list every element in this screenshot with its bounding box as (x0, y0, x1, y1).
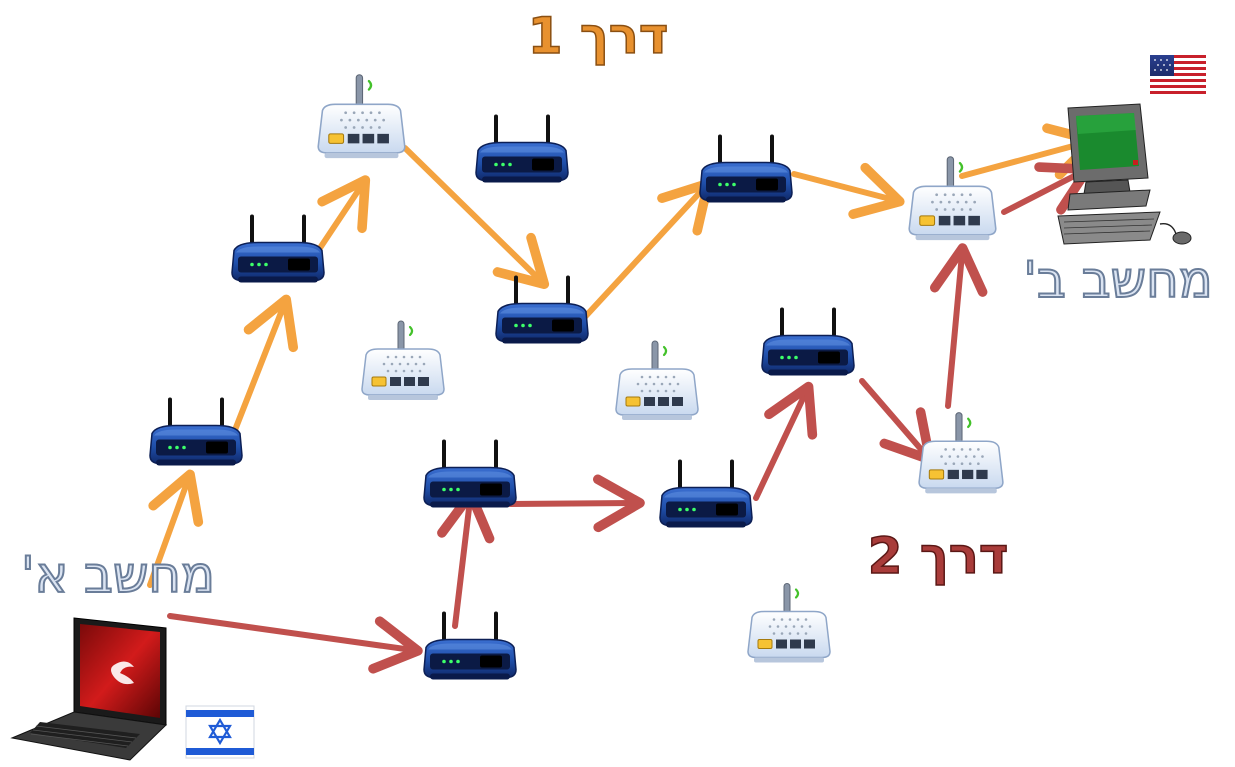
router-icon (475, 113, 569, 184)
router-icon (761, 306, 855, 377)
router-icon (149, 396, 243, 467)
computer-b (1057, 55, 1206, 245)
route1-arrow-r2-ap1 (317, 175, 371, 251)
router-icon (231, 213, 325, 284)
labels: דרך 1 דרך 2 מחשב א' מחשב ב' (20, 6, 1214, 605)
router-icon (423, 610, 517, 681)
route2-arrows (167, 162, 1093, 674)
route1-arrow-ap2-b (959, 123, 1099, 180)
route1-arrow-r5-ap2 (791, 162, 905, 219)
route1-arrow-ap1-r4 (402, 145, 550, 289)
computer-a-label: מחשב א' (21, 546, 215, 604)
route2-arrow-a-r9 (167, 613, 423, 674)
route1-arrow-a-r1 (147, 469, 204, 588)
route2-label: דרך 2 (868, 527, 1009, 585)
desktop-computer-icon (1057, 103, 1192, 245)
access-point-icon (746, 582, 832, 664)
router-icon (699, 133, 793, 204)
access-point-icon (917, 411, 1005, 495)
route2-arrow-r9-r7 (437, 489, 495, 629)
router-icon (659, 458, 753, 529)
router-icon (495, 274, 589, 345)
laptop-icon (10, 617, 168, 761)
routers (149, 113, 855, 681)
computer-a (10, 617, 255, 761)
access-point-icon (614, 339, 700, 422)
route2-arrow-ap4-ap2 (929, 243, 988, 409)
route2-arrow-r7-r8 (507, 474, 645, 533)
route2-arrow-r10-ap4 (859, 378, 935, 465)
route2-arrow-ap2-b (1001, 162, 1093, 215)
route1-arrows (147, 123, 1099, 588)
computer-b-label: מחשב ב' (1023, 251, 1213, 309)
router-icon (423, 438, 517, 509)
israel-flag-icon (185, 705, 255, 759)
route2-arrow-r8-r10 (753, 381, 818, 501)
route1-label: דרך 1 (528, 7, 669, 65)
access-point-icon (316, 73, 407, 160)
route1-arrow-r1-r2 (232, 294, 299, 433)
usa-flag-icon (1150, 55, 1206, 95)
access-point-icon (360, 319, 446, 402)
route1-arrow-r4-r5 (581, 178, 713, 321)
